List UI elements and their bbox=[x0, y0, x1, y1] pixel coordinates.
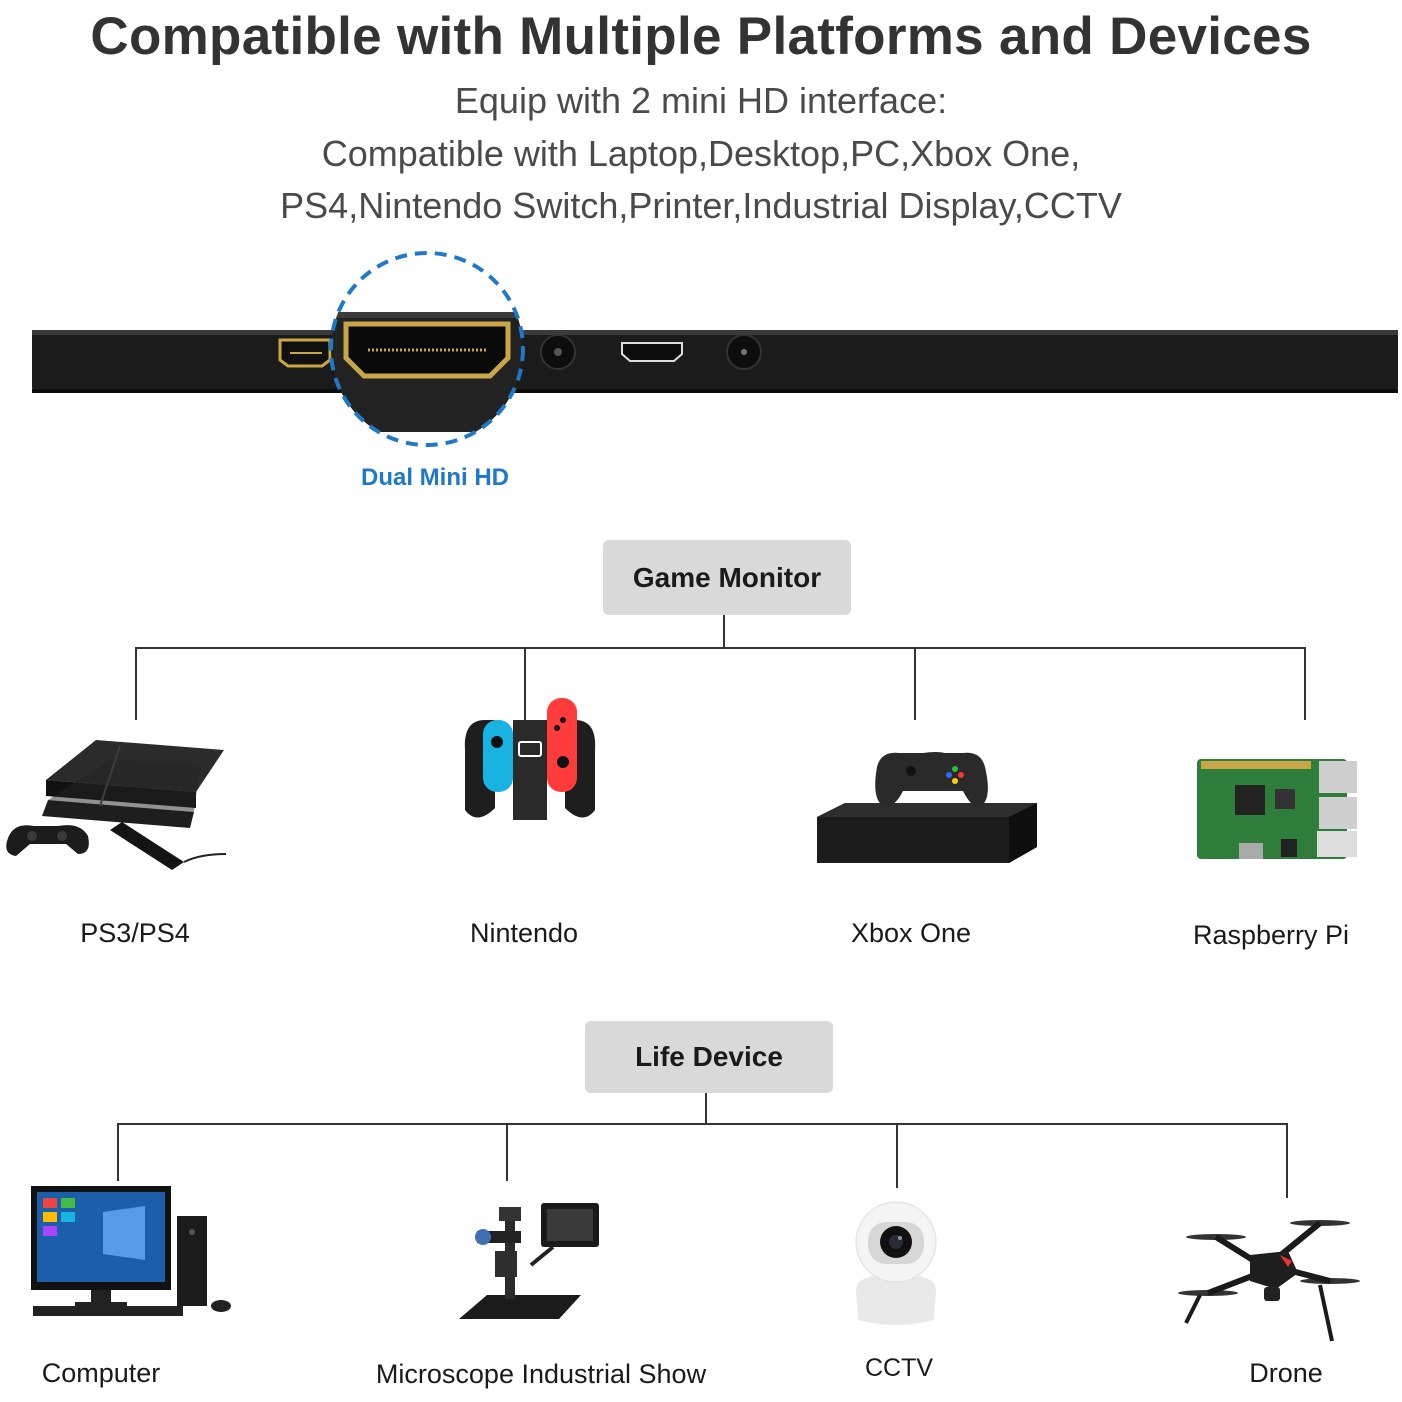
ps4-console-icon bbox=[6, 740, 227, 870]
device-label-ps4: PS3/PS4 bbox=[80, 918, 190, 948]
game-monitor-box: Game Monitor bbox=[603, 540, 851, 615]
connector-line bbox=[914, 647, 916, 720]
device-label-cctv: CCTV bbox=[864, 1354, 934, 1382]
life-device-box: Life Device bbox=[585, 1021, 833, 1093]
connector-line bbox=[1304, 647, 1306, 720]
device-label-drone: Drone bbox=[1249, 1358, 1323, 1388]
device-label-nintendo: Nintendo bbox=[469, 918, 579, 948]
drone-icon bbox=[1178, 1220, 1360, 1342]
connector-line bbox=[117, 1123, 119, 1181]
subtitle-line-2: Compatible with Laptop,Desktop,PC,Xbox O… bbox=[321, 133, 1081, 174]
device-label-raspberry-pi: Raspberry Pi bbox=[1192, 920, 1350, 950]
micro-usb-port-icon bbox=[621, 342, 683, 362]
connector-line bbox=[135, 647, 1306, 649]
raspberry-pi-icon bbox=[1197, 759, 1357, 859]
connector-line bbox=[723, 615, 725, 648]
xbox-one-icon bbox=[817, 752, 1037, 863]
dual-mini-hd-label: Dual Mini HD bbox=[361, 464, 509, 491]
connector-line bbox=[135, 647, 137, 720]
device-label-microscope: Microscope Industrial Show bbox=[375, 1359, 707, 1389]
nintendo-switch-icon bbox=[464, 698, 596, 820]
device-label-computer: Computer bbox=[41, 1358, 161, 1388]
computer-icon bbox=[31, 1186, 231, 1316]
connector-line bbox=[1286, 1123, 1288, 1198]
magnified-port-icon bbox=[329, 251, 525, 447]
microscope-icon bbox=[459, 1203, 599, 1319]
connector-line bbox=[524, 647, 526, 720]
dc-jack-icon bbox=[540, 334, 576, 370]
cctv-camera-icon bbox=[855, 1201, 937, 1325]
connector-line bbox=[117, 1123, 1288, 1125]
connector-line bbox=[705, 1093, 707, 1124]
monitor-side-view bbox=[32, 251, 1398, 447]
subtitle-line-1: Equip with 2 mini HD interface: bbox=[454, 80, 948, 121]
subtitle-line-3: PS4,Nintendo Switch,Printer,Industrial D… bbox=[280, 185, 1122, 226]
connector-line bbox=[896, 1123, 898, 1188]
mini-hd-port-icon bbox=[278, 338, 332, 368]
device-label-xbox: Xbox One bbox=[850, 918, 972, 948]
connector-line bbox=[506, 1123, 508, 1181]
audio-jack-icon bbox=[726, 334, 762, 370]
page-title: Compatible with Multiple Platforms and D… bbox=[90, 7, 1312, 66]
